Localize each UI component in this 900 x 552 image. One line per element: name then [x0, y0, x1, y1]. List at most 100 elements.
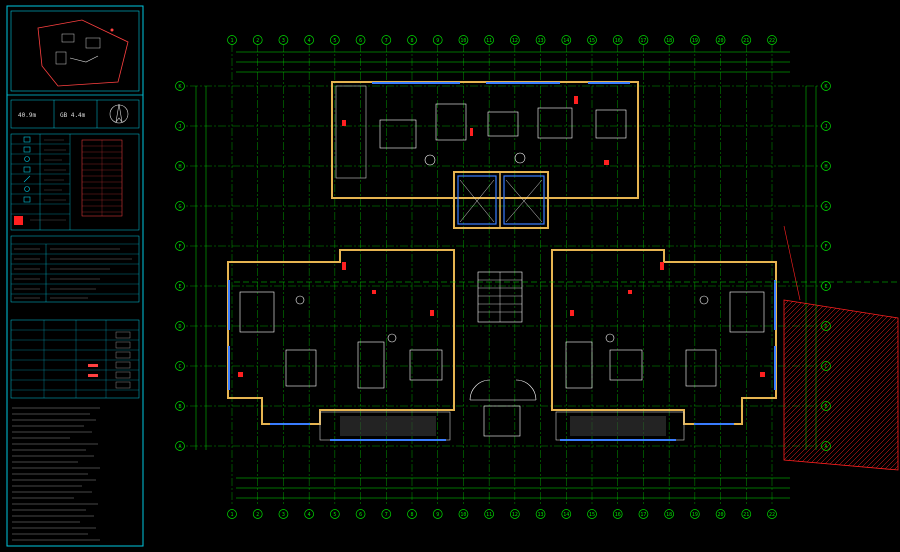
axis-bubble-label: 11	[486, 512, 492, 518]
axis-bubble	[355, 35, 366, 45]
axis-bubble	[535, 35, 546, 45]
axis-bubble-label: 9	[436, 512, 439, 518]
parameter-table	[10, 235, 140, 303]
axis-bubble-label: 16	[615, 512, 621, 518]
axis-bubble-label: 10	[460, 512, 466, 518]
axis-bubble	[407, 35, 417, 45]
axis-bubble-label: C	[824, 364, 827, 370]
axis-bubble	[821, 81, 831, 91]
axis-bubble	[612, 509, 623, 519]
axis-bubble	[175, 281, 185, 291]
axis-bubble-label: 3	[282, 38, 285, 44]
hatch-line	[893, 300, 898, 470]
title-cell-mid: GB 4.4m	[60, 112, 86, 119]
hatch-line	[784, 300, 860, 470]
hatch-line	[784, 300, 898, 470]
hatch-line	[784, 300, 898, 470]
hatch-line	[784, 300, 890, 470]
axis-bubble	[484, 35, 494, 45]
axis-bubble	[227, 35, 237, 45]
axis-bubble-label: C	[178, 364, 181, 370]
axis-bubble-label: 6	[359, 38, 362, 44]
axis-bubble	[664, 509, 674, 519]
axis-bubble	[330, 509, 340, 519]
axis-bubble	[175, 121, 185, 131]
hatch-line	[784, 300, 840, 470]
hatch-line	[798, 300, 898, 470]
axis-bubble-label: 5	[333, 38, 336, 44]
axis-bubble	[304, 35, 314, 45]
hatch-line	[784, 300, 805, 470]
axis-bubble-label: B	[824, 404, 827, 410]
hatch-line	[784, 300, 870, 470]
axis-bubble	[767, 35, 777, 45]
axis-bubble-label: 21	[743, 512, 749, 518]
axis-bubble	[561, 35, 572, 45]
hatch-line	[843, 300, 898, 470]
axis-bubble	[330, 35, 340, 45]
axis-bubble	[407, 509, 417, 519]
axis-bubble-label: G	[178, 204, 181, 210]
hatched-area	[604, 225, 899, 471]
north-arrow-icon	[109, 103, 129, 124]
axis-bubble-label: 2	[256, 512, 259, 518]
axis-bubble-label: 1	[230, 512, 233, 518]
axis-bubble	[432, 509, 443, 519]
axis-bubble-label: F	[824, 244, 827, 250]
axis-bubble	[175, 441, 185, 451]
axis-bubble	[458, 35, 469, 45]
axis-bubble-label: 12	[512, 38, 518, 44]
axis-bubble-label: 22	[769, 512, 775, 518]
hatch-line	[784, 300, 885, 470]
legend-panel: 40.9m GB 4.4m	[6, 5, 144, 547]
axis-bubble	[638, 509, 649, 519]
axis-bubble	[715, 509, 726, 519]
axis-bubble	[175, 401, 185, 411]
hatch-line	[784, 300, 795, 470]
axis-bubble	[175, 361, 185, 371]
hatch-line	[784, 300, 898, 470]
axis-bubble	[821, 361, 831, 371]
axis-bubble	[304, 509, 314, 519]
legend-symbol-table	[10, 133, 140, 231]
axis-bubble	[821, 441, 831, 451]
axis-bubble-label: 13	[538, 38, 544, 44]
hatch-line	[784, 300, 835, 470]
hatch-line	[793, 300, 898, 470]
axis-bubble-label: J	[824, 124, 827, 130]
axis-bubble-label: K	[178, 84, 181, 90]
hatch-line	[788, 300, 898, 470]
axis-bubble	[690, 509, 700, 519]
hatch-line	[784, 300, 875, 470]
title-cell-left: 40.9m	[18, 112, 36, 119]
axis-bubble-label: 8	[410, 38, 413, 44]
door-window-table	[10, 319, 140, 399]
axis-bubble	[821, 121, 831, 131]
hatch-line	[784, 300, 898, 470]
axis-bubble	[381, 35, 392, 45]
axis-bubble	[821, 281, 831, 291]
axis-bubble-label: B	[178, 404, 181, 410]
site-plan-thumbnail-icon	[10, 10, 140, 92]
axis-bubble	[510, 509, 520, 519]
axis-bubble	[381, 509, 392, 519]
axis-bubble	[432, 35, 443, 45]
hatch-line	[838, 300, 898, 470]
hatch-line	[784, 300, 898, 470]
hatch-line	[784, 300, 800, 470]
axis-bubble-label: 14	[563, 38, 569, 44]
axis-bubble-label: 1	[230, 38, 233, 44]
hatch-line	[853, 300, 898, 470]
hatch-line	[784, 300, 815, 470]
hatch-line	[848, 300, 898, 470]
axis-bubble-label: 8	[410, 512, 413, 518]
axis-bubble-label: 2	[256, 38, 259, 44]
hatch-line	[784, 300, 898, 470]
axis-bubble-label: 21	[743, 38, 749, 44]
axis-bubble-label: 18	[666, 512, 672, 518]
axis-bubble	[175, 81, 185, 91]
axis-bubble-label: A	[178, 444, 181, 450]
hatch-line	[604, 300, 774, 470]
axis-bubble	[741, 509, 752, 519]
hatch-line	[784, 300, 880, 470]
